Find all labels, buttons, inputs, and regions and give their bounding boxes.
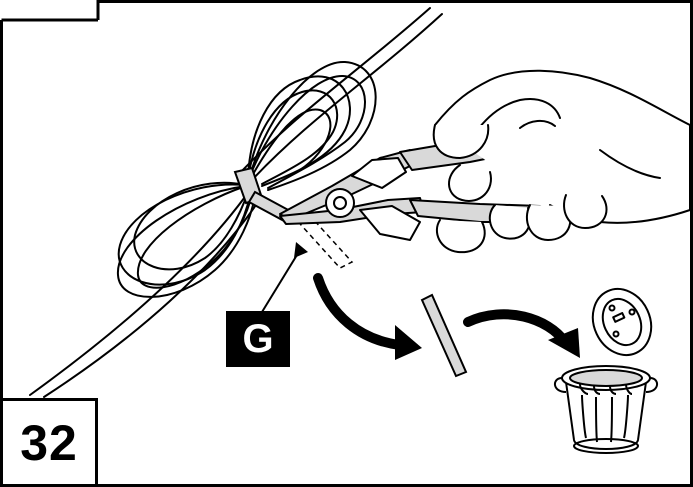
- cut-tie-tail: [422, 295, 466, 376]
- callout-pointer: [262, 242, 308, 312]
- callout-label-text: G: [242, 319, 273, 359]
- step-number: 32: [20, 418, 78, 468]
- step-number-box: 32: [3, 398, 98, 484]
- arrow-to-bin: [468, 314, 580, 358]
- arrow-to-tail: [318, 278, 422, 360]
- callout-label: G: [226, 311, 290, 367]
- trash-can: [555, 279, 662, 453]
